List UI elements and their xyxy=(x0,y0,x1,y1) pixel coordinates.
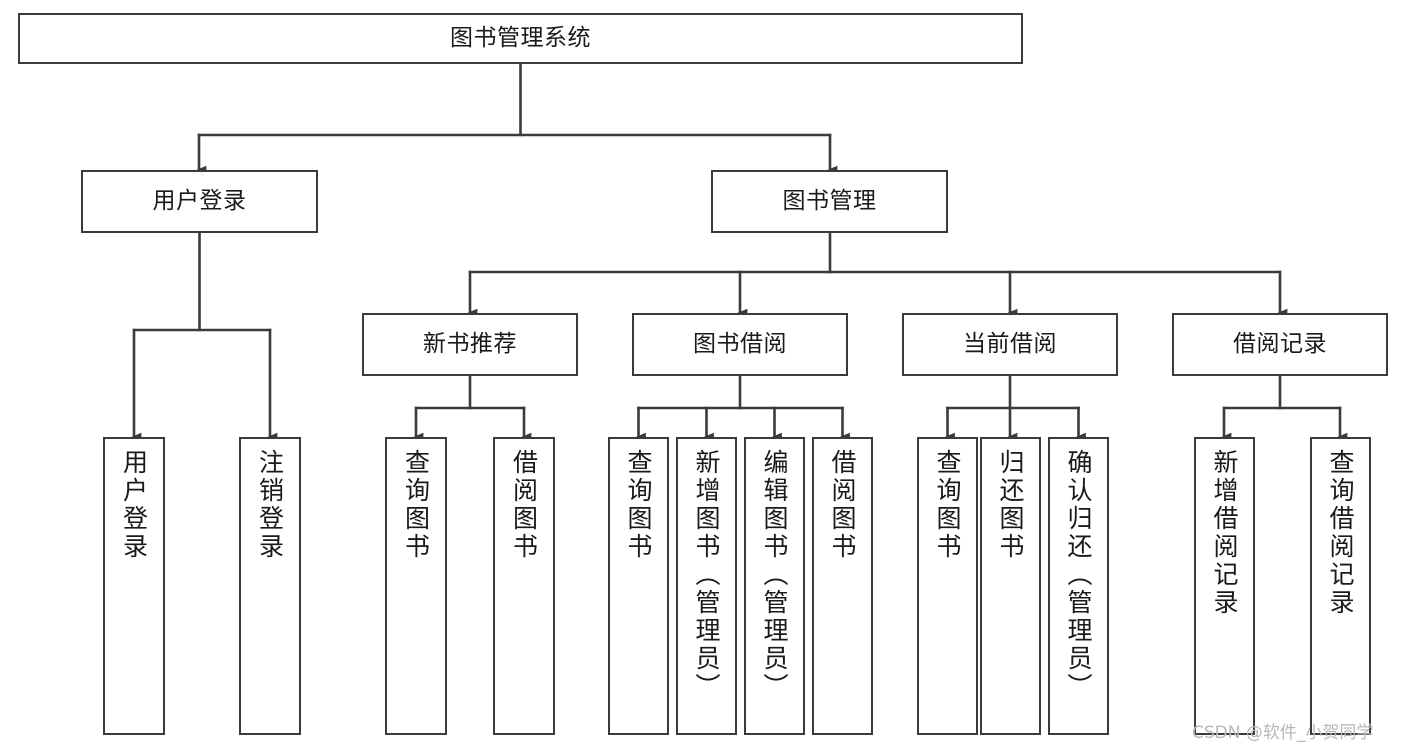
node-leaf-query-borrow-record[interactable]: 查询借阅记录 xyxy=(1310,437,1371,735)
node-leaf-logout-label: 注销登录 xyxy=(255,449,285,561)
node-current-borrow-label: 当前借阅 xyxy=(963,330,1057,357)
node-root-system[interactable]: 图书管理系统 xyxy=(18,13,1023,64)
node-leaf-add-book-admin-label: 新增图书（管理员） xyxy=(692,449,721,701)
node-leaf-current-query-book-label: 查询图书 xyxy=(933,449,962,561)
node-leaf-confirm-return-admin-label: 确认归还（管理员） xyxy=(1064,449,1093,701)
node-current-borrow[interactable]: 当前借阅 xyxy=(902,313,1118,376)
node-book-management[interactable]: 图书管理 xyxy=(711,170,948,233)
node-leaf-current-query-book[interactable]: 查询图书 xyxy=(917,437,978,735)
node-leaf-return-book[interactable]: 归还图书 xyxy=(980,437,1041,735)
node-leaf-user-login-label: 用户登录 xyxy=(119,449,149,561)
node-book-management-label: 图书管理 xyxy=(782,187,877,214)
node-leaf-return-book-label: 归还图书 xyxy=(996,449,1025,561)
node-user-login[interactable]: 用户登录 xyxy=(81,170,318,233)
node-leaf-recommend-query-book-label: 查询图书 xyxy=(401,449,431,561)
node-borrow-record-label: 借阅记录 xyxy=(1233,330,1327,357)
node-leaf-confirm-return-admin[interactable]: 确认归还（管理员） xyxy=(1048,437,1109,735)
node-book-borrow[interactable]: 图书借阅 xyxy=(632,313,848,376)
node-new-book-recommend-label: 新书推荐 xyxy=(423,330,517,357)
node-leaf-borrow-book-label: 借阅图书 xyxy=(828,449,857,561)
node-leaf-recommend-borrow-book[interactable]: 借阅图书 xyxy=(493,437,555,735)
node-leaf-add-borrow-record[interactable]: 新增借阅记录 xyxy=(1194,437,1255,735)
node-leaf-borrow-query-book[interactable]: 查询图书 xyxy=(608,437,669,735)
node-leaf-add-borrow-record-label: 新增借阅记录 xyxy=(1210,449,1239,617)
node-leaf-edit-book-admin[interactable]: 编辑图书（管理员） xyxy=(744,437,805,735)
node-leaf-edit-book-admin-label: 编辑图书（管理员） xyxy=(760,449,789,701)
node-leaf-borrow-query-book-label: 查询图书 xyxy=(624,449,653,561)
csdn-watermark: CSDN @软件_小贺同学 xyxy=(1192,723,1374,743)
node-user-login-label: 用户登录 xyxy=(152,187,247,214)
node-root-system-label: 图书管理系统 xyxy=(450,24,591,51)
node-book-borrow-label: 图书借阅 xyxy=(693,330,787,357)
node-leaf-add-book-admin[interactable]: 新增图书（管理员） xyxy=(676,437,737,735)
node-borrow-record[interactable]: 借阅记录 xyxy=(1172,313,1388,376)
node-leaf-query-borrow-record-label: 查询借阅记录 xyxy=(1326,449,1355,617)
node-leaf-recommend-query-book[interactable]: 查询图书 xyxy=(385,437,447,735)
node-leaf-borrow-book[interactable]: 借阅图书 xyxy=(812,437,873,735)
node-new-book-recommend[interactable]: 新书推荐 xyxy=(362,313,578,376)
node-leaf-recommend-borrow-book-label: 借阅图书 xyxy=(509,449,539,561)
node-leaf-user-login[interactable]: 用户登录 xyxy=(103,437,165,735)
node-leaf-logout[interactable]: 注销登录 xyxy=(239,437,301,735)
